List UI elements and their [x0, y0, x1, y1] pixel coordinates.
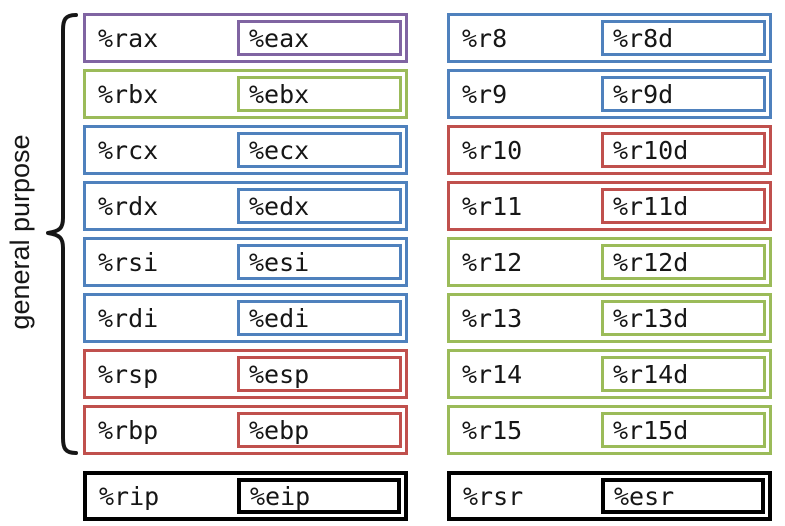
register-64bit-label: %rcx	[98, 135, 159, 165]
register-32bit-label: %r8d	[613, 23, 674, 53]
register-32bit-box: %ebx	[237, 76, 402, 112]
register-row-rsi: %rsi %esi	[83, 237, 408, 287]
register-32bit-box: %ebp	[237, 412, 402, 448]
register-64bit-label: %r9	[462, 79, 508, 109]
register-32bit-box: %r8d	[601, 20, 766, 56]
register-row-rdx: %rdx %edx	[83, 181, 408, 231]
register-32bit-box: %r10d	[601, 132, 766, 168]
register-64bit-label: %rax	[98, 23, 159, 53]
register-32bit-box: %r13d	[601, 300, 766, 336]
register-32bit-box: %ecx	[237, 132, 402, 168]
register-row-rsr: %rsr %esr	[447, 471, 772, 521]
register-32bit-box: %r9d	[601, 76, 766, 112]
register-32bit-label: %r12d	[613, 247, 689, 277]
register-row-r14: %r14 %r14d	[447, 349, 772, 399]
register-row-rbp: %rbp %ebp	[83, 405, 408, 455]
register-64bit-label: %r10	[462, 135, 523, 165]
register-32bit-label: %r15d	[613, 415, 689, 445]
register-64bit-label: %rsr	[463, 481, 524, 511]
register-32bit-label: %r11d	[613, 191, 689, 221]
register-32bit-box: %esi	[237, 244, 402, 280]
register-32bit-label: %ebx	[249, 79, 310, 109]
register-row-r12: %r12 %r12d	[447, 237, 772, 287]
register-row-r9: %r9 %r9d	[447, 69, 772, 119]
group-brace	[46, 13, 78, 455]
register-64bit-label: %r13	[462, 303, 523, 333]
register-64bit-label: %rsp	[98, 359, 159, 389]
register-32bit-box: %esp	[237, 356, 402, 392]
register-64bit-label: %rbp	[98, 415, 159, 445]
register-32bit-label: %r13d	[613, 303, 689, 333]
register-64bit-label: %rdi	[98, 303, 159, 333]
register-32bit-box: %r11d	[601, 188, 766, 224]
register-row-r15: %r15 %r15d	[447, 405, 772, 455]
register-32bit-label: %esi	[249, 247, 310, 277]
register-64bit-label: %rip	[99, 481, 160, 511]
general-purpose-group-label: general purpose	[5, 134, 35, 330]
register-row-rcx: %rcx %ecx	[83, 125, 408, 175]
register-row-rdi: %rdi %edi	[83, 293, 408, 343]
register-column-right: %r8 %r8d %r9 %r9d %r10 %r10d %r11 %r11d …	[447, 13, 772, 521]
register-row-rbx: %rbx %ebx	[83, 69, 408, 119]
register-row-rip: %rip %eip	[83, 471, 408, 521]
register-32bit-box: %eax	[237, 20, 402, 56]
register-row-rsp: %rsp %esp	[83, 349, 408, 399]
register-32bit-label: %r14d	[613, 359, 689, 389]
register-32bit-label: %esr	[614, 481, 675, 511]
register-32bit-label: %ecx	[249, 135, 310, 165]
register-32bit-box: %edi	[237, 300, 402, 336]
register-32bit-box: %r12d	[601, 244, 766, 280]
register-64bit-label: %rsi	[98, 247, 159, 277]
register-64bit-label: %r14	[462, 359, 523, 389]
register-32bit-box: %r15d	[601, 412, 766, 448]
register-row-r8: %r8 %r8d	[447, 13, 772, 63]
register-row-r10: %r10 %r10d	[447, 125, 772, 175]
register-32bit-label: %edi	[249, 303, 310, 333]
register-32bit-label: %r10d	[613, 135, 689, 165]
register-64bit-label: %rbx	[98, 79, 159, 109]
register-32bit-label: %esp	[249, 359, 310, 389]
register-64bit-label: %r8	[462, 23, 508, 53]
register-row-r13: %r13 %r13d	[447, 293, 772, 343]
register-column-left: %rax %eax %rbx %ebx %rcx %ecx %rdx %edx …	[83, 13, 408, 521]
register-32bit-label: %ebp	[249, 415, 310, 445]
register-64bit-label: %r15	[462, 415, 523, 445]
register-row-r11: %r11 %r11d	[447, 181, 772, 231]
register-64bit-label: %r12	[462, 247, 523, 277]
register-32bit-label: %eip	[250, 481, 311, 511]
register-32bit-box: %edx	[237, 188, 402, 224]
register-64bit-label: %rdx	[98, 191, 159, 221]
register-32bit-box: %esr	[601, 478, 765, 514]
register-32bit-box: %r14d	[601, 356, 766, 392]
register-64bit-label: %r11	[462, 191, 523, 221]
register-row-rax: %rax %eax	[83, 13, 408, 63]
register-32bit-label: %r9d	[613, 79, 674, 109]
register-32bit-box: %eip	[237, 478, 401, 514]
register-32bit-label: %eax	[249, 23, 310, 53]
register-32bit-label: %edx	[249, 191, 310, 221]
